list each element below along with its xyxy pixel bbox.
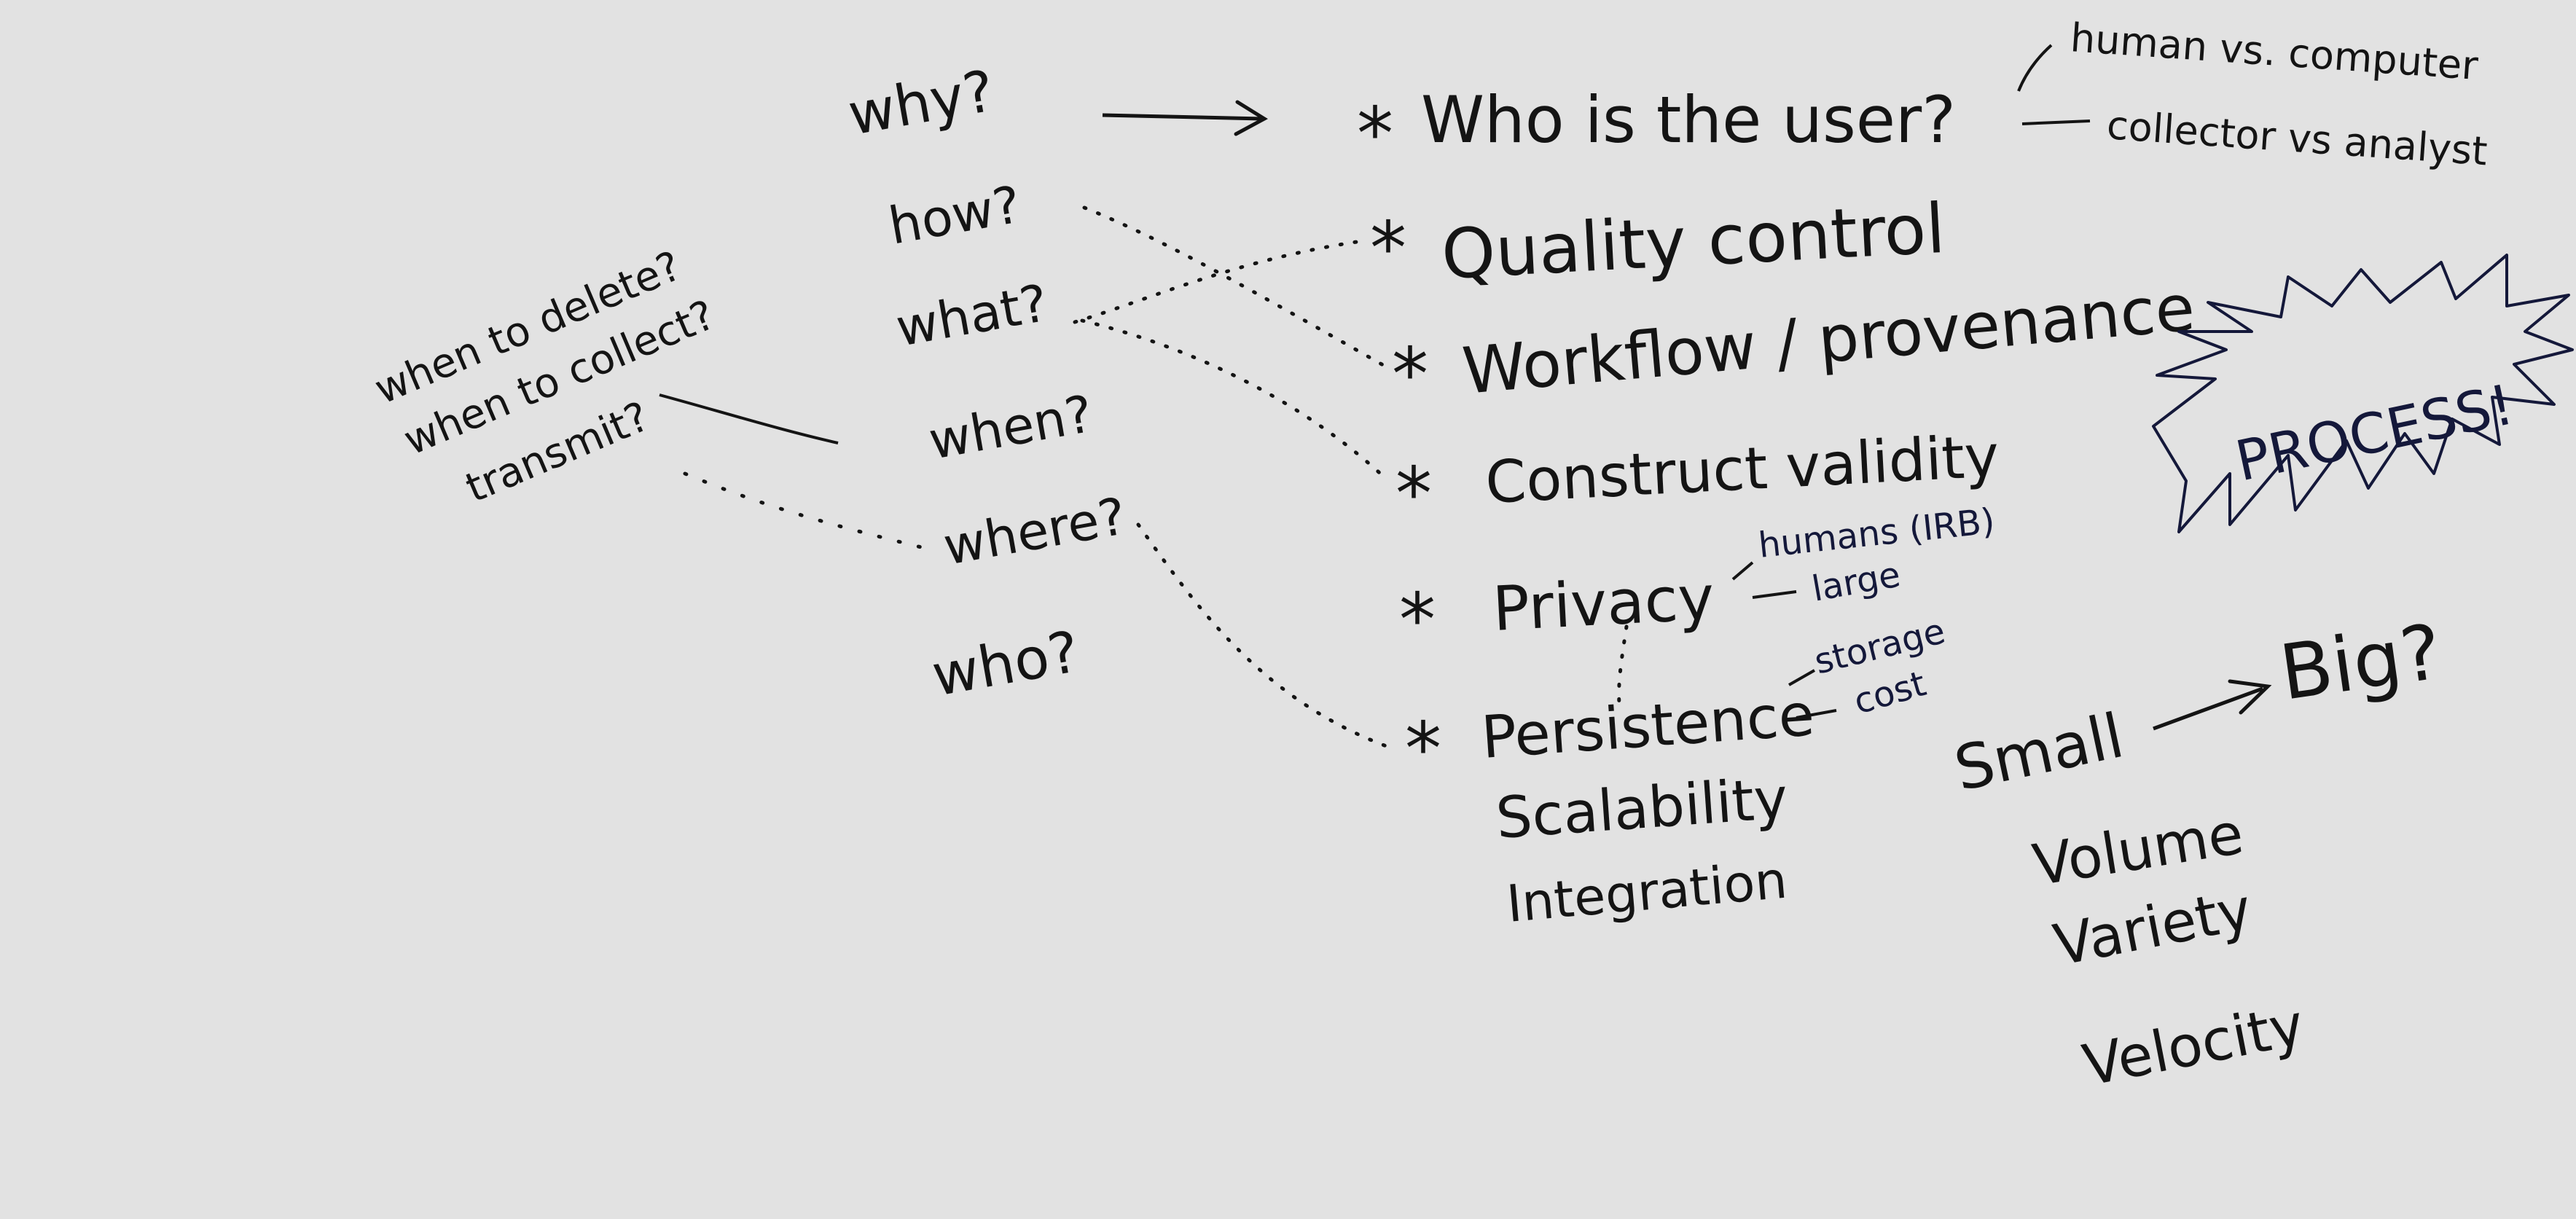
persistence-branch-line-lower: [1796, 709, 1837, 719]
bullet-user: *: [1357, 91, 1393, 176]
dotted-how-to-workflow: [1082, 205, 1390, 370]
process-burst-label: PROCESS!: [2230, 372, 2519, 493]
question-how: how?: [885, 174, 1025, 256]
note-to-when-line: [659, 393, 839, 444]
bullet-construct: *: [1395, 451, 1432, 536]
why-arrow-head: [1234, 100, 1268, 136]
dotted-transmit-to-where: [683, 471, 926, 550]
bullet-persistence: *: [1405, 706, 1441, 791]
question-what: what?: [892, 273, 1052, 358]
user-branch-collector-vs-analyst: collector vs analyst: [2105, 102, 2489, 174]
question-why: why?: [844, 58, 999, 149]
dotted-where-to-persistence: [1136, 522, 1390, 749]
dotted-what-to-quality: [1073, 238, 1369, 324]
size-big: Big?: [2275, 607, 2447, 718]
privacy-branch-humans-irb: humans (IRB): [1756, 501, 1997, 566]
privacy-branch-line-upper: [1731, 561, 1754, 581]
topic-persistence: Persistence: [1479, 681, 1817, 772]
user-branch-line-upper: [2017, 44, 2053, 92]
privacy-branch-line-lower: [1752, 590, 1797, 599]
small-to-big-arrow-head: [2228, 679, 2272, 715]
topic-privacy: Privacy: [1491, 562, 1716, 645]
v-velocity: Velocity: [2078, 992, 2309, 1100]
topic-integration: Integration: [1504, 850, 1789, 934]
size-small: Small: [1949, 699, 2130, 804]
bullet-workflow: *: [1392, 332, 1428, 417]
question-who: who?: [928, 619, 1084, 710]
process-burst-outline: [2152, 254, 2574, 533]
small-to-big-arrow: [2153, 686, 2263, 731]
topic-quality-control: Quality control: [1439, 189, 1946, 295]
bullet-quality: *: [1370, 205, 1406, 291]
topic-workflow-provenance: Workflow / provenance: [1460, 270, 2198, 408]
question-where: where?: [939, 486, 1131, 577]
topic-who-is-the-user: Who is the user?: [1421, 82, 1956, 157]
dotted-what-to-construct: [1080, 318, 1390, 483]
bullet-privacy: *: [1399, 577, 1436, 662]
persistence-branch-storage: storage: [1810, 611, 1949, 682]
privacy-branch-large: large: [1809, 554, 1903, 610]
why-arrow: [1102, 113, 1263, 121]
question-when: when?: [925, 384, 1097, 471]
user-branch-line-lower: [2021, 119, 2091, 125]
topic-construct-validity: Construct validity: [1484, 422, 2000, 517]
user-branch-human-vs-computer: human vs. computer: [2069, 15, 2480, 89]
topic-scalability: Scalability: [1494, 766, 1790, 852]
persistence-branch-line-upper: [1788, 669, 1815, 686]
